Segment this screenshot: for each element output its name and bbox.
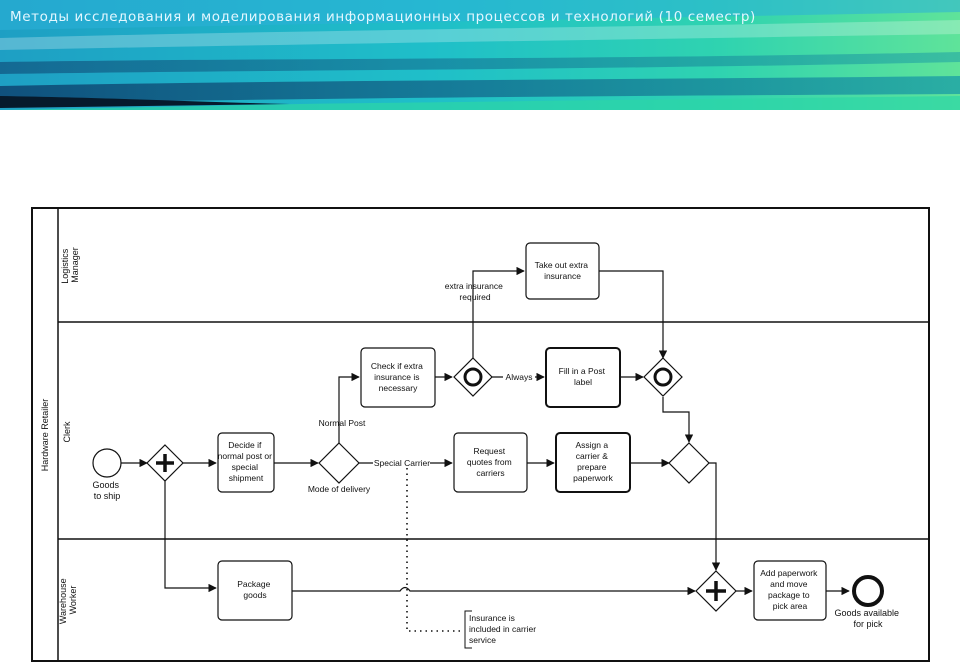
lane-label-line: Warehouse [58,578,68,624]
svg-text:Request quotes from: Request quotes from carriers [467,446,514,478]
svg-text:Warehouse Worker: Warehouse Worker [58,576,78,624]
svg-text:Goods to ship: Goods to ship [92,480,121,501]
task-add-paperwork: Add paperwork and move package to pick a… [753,560,827,621]
lane-warehouse-worker: Warehouse Worker [58,576,78,624]
flow-extra-insurance [472,266,525,358]
banner-background [0,0,960,110]
task-assign-carrier: Assign a carrier & prepare paperwork [555,432,631,493]
header-banner: Методы исследования и моделирования инфо… [0,0,960,110]
task-request-quotes: Request quotes from carriers [453,432,528,493]
flow-join-to-parallel [709,462,721,571]
label-normal-post: Normal Post [319,418,366,428]
lane-label-line: Worker [68,586,78,615]
task-check-insurance: Check if extra insurance is necessary [360,347,436,408]
lane-clerk: Clerk [62,421,72,443]
flow-normal-post [338,372,360,443]
svg-text:Take out extra insurance: Take out extra insurance [535,260,591,281]
exclusive-merge-gateway [668,442,710,484]
svg-text:Decide if normal post or: Decide if normal post or special shipmen… [218,440,275,483]
svg-text:Package goods: Package goods [237,579,272,600]
pool-label: Hardware Retailer [40,399,50,472]
start-event: Goods to ship [92,448,122,501]
parallel-split-gateway [146,444,184,482]
end-event: Goods available for pick [834,575,901,629]
annotation-line: service [469,635,496,645]
lane-label-line: Logistics [60,248,70,284]
mode-of-delivery-gateway: Mode of delivery [308,442,371,494]
svg-text:Fill in a Post label: Fill in a Post label [559,366,608,387]
svg-text:Insurance is included in: Insurance is included in carrier service [469,613,538,645]
svg-text:Goods available for pick: Goods available for pick [834,608,901,629]
inclusive-gateway [453,357,493,397]
svg-text:Assign a carrier &: Assign a carrier & prepare paperwork [573,440,613,483]
flow-insurance-to-merge [599,270,668,359]
task-decide-shipment: Decide if normal post or special shipmen… [217,432,275,493]
task-fill-post-label: Fill in a Post label [545,347,621,408]
svg-text:Logistics Manager: Logistics Manager [60,246,80,284]
label-special-carrier: Special Carrier [374,458,430,468]
label-always: Always [506,372,533,382]
lane-label-line: Clerk [62,421,72,443]
flow-split-to-package [164,481,217,593]
page-title: Методы исследования и моделирования инфо… [10,9,756,25]
annotation-line: included in carrier [469,624,536,634]
svg-text:Add paperwork and move: Add paperwork and move package to pick a… [760,568,820,611]
association-line [406,468,460,632]
text-annotation: Insurance is included in carrier service [464,610,538,649]
parallel-join-gateway [695,570,737,612]
bpmn-diagram: Hardware Retailer Logistics Manager Cler… [31,207,930,662]
label-extra-insurance: extra insurance required [445,281,506,302]
flow-merge-to-join [662,397,694,443]
lane-label-line: Manager [70,247,80,283]
svg-text:Check if extra insurance: Check if extra insurance is necessary [371,361,425,393]
flow-labels: Special Carrier Always Normal Post extra… [319,281,535,468]
task-package-goods: Package goods [217,560,293,621]
task-take-out-insurance: Take out extra insurance [525,242,600,300]
annotation-line: Insurance is [469,613,515,623]
inclusive-merge-gateway [643,357,683,397]
lane-logistics-manager: Logistics Manager [60,246,80,284]
gateway-label: Mode of delivery [308,484,371,494]
flow-package-to-parallel [292,586,696,596]
